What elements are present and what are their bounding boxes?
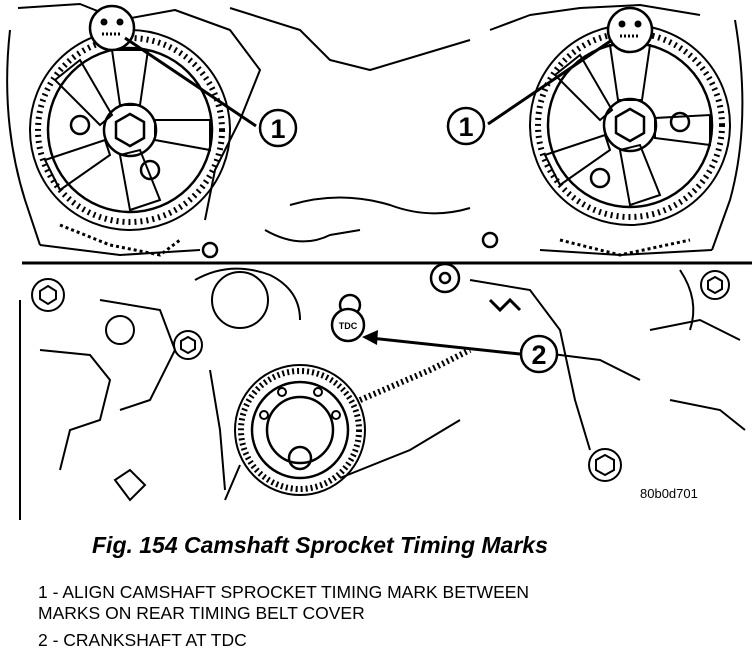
figure-code: 80b0d701: [640, 486, 698, 501]
right-camshaft-sprocket: [529, 6, 731, 226]
tdc-marker: TDC: [330, 307, 366, 343]
legend-item-1: 1 - ALIGN CAMSHAFT SPROCKET TIMING MARK …: [38, 582, 529, 624]
callout-1-right-number: 1: [458, 112, 473, 142]
callout-2-number: 2: [531, 340, 546, 370]
legend-item-2: 2 - CRANKSHAFT AT TDC: [38, 630, 247, 651]
callout-1-left-number: 1: [270, 114, 285, 144]
tdc-label: TDC: [339, 321, 358, 331]
legend-item-1-line1: 1 - ALIGN CAMSHAFT SPROCKET TIMING MARK …: [38, 582, 530, 602]
legend-item-1-line2: MARKS ON REAR TIMING BELT COVER: [38, 603, 365, 623]
legend-item-2-line1: 2 - CRANKSHAFT AT TDC: [38, 630, 247, 650]
crankshaft-sprocket: [224, 347, 472, 501]
engine-timing-diagram: TDC 1 1 2 80b0d701: [6, 3, 752, 520]
left-timing-mark-circle: [88, 4, 136, 52]
callout-1-left: 1: [258, 108, 298, 148]
callout-2: 2: [519, 334, 559, 374]
callout-1-right: 1: [446, 106, 486, 146]
figure-caption: Fig. 154 Camshaft Sprocket Timing Marks: [92, 532, 548, 558]
right-timing-mark-circle: [606, 6, 654, 54]
left-camshaft-sprocket: [29, 4, 231, 231]
